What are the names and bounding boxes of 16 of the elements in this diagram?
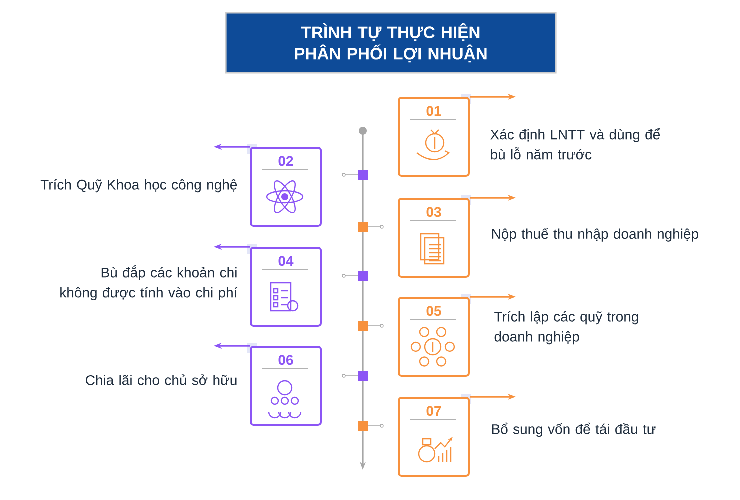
step-caption: Bổ sung vốn để tái đầu tư [492, 422, 656, 438]
step-card: 05 [398, 294, 471, 377]
step-caption: Nộp thuế thu nhập doanh nghiệp [492, 228, 698, 242]
step-card: 03 [398, 195, 471, 278]
step-card: 04 [247, 244, 322, 327]
step-card: 01 [398, 94, 471, 177]
step-caption: Trích lập các quỹ trong doanh nghiệp [494, 311, 638, 345]
title-banner: TRÌNH TỰ THỰC HIỆN PHÂN PHỐI LỢI NHUẬN [225, 12, 557, 74]
step-card: 02 [247, 144, 322, 227]
step-caption: Trích Quỹ Khoa học công nghệ [40, 179, 238, 193]
step-caption: Xác định LNTT và dùng để bù lỗ năm trước [490, 128, 660, 160]
step-caption: Bù đắp các khoản chi không được tính vào chi phí [60, 265, 238, 301]
node-label: 07 [426, 406, 442, 416]
step-caption: Chia lãi cho chủ sở hữu [86, 374, 237, 386]
step-card: 06 [247, 343, 322, 426]
step-card: 07 [398, 394, 471, 477]
